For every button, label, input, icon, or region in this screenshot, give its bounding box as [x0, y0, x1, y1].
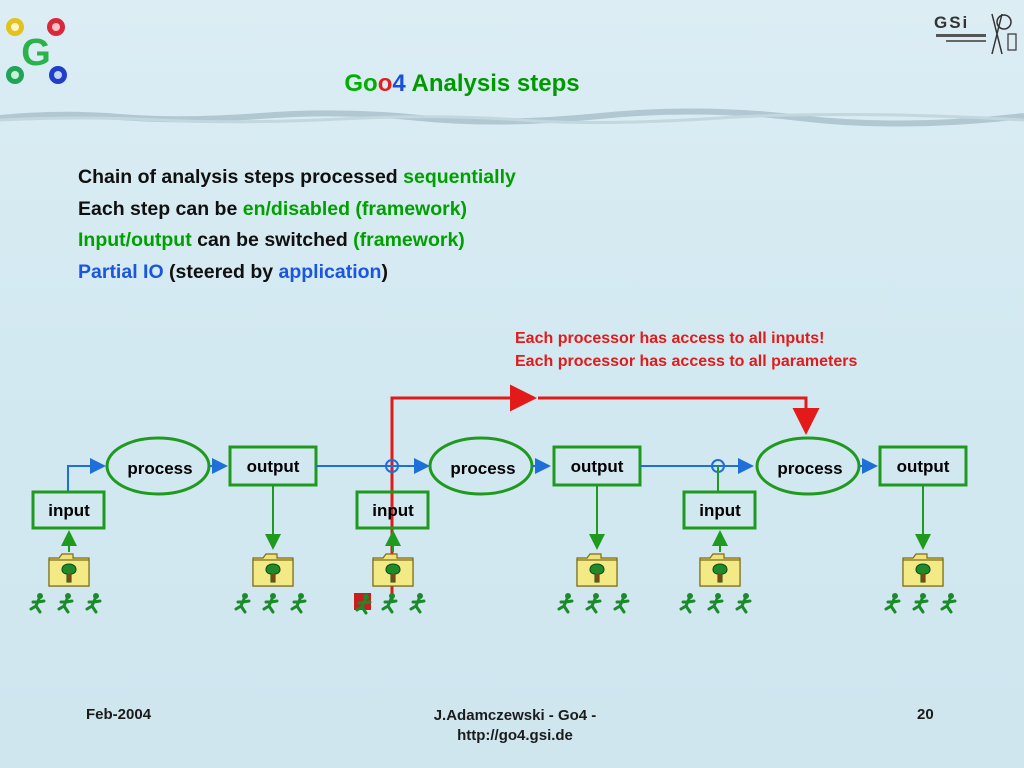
bullet-1-text: Chain of analysis steps processed	[78, 166, 404, 188]
go4-logo: G	[6, 18, 67, 84]
runner-group-6	[884, 591, 957, 614]
stage1-output-label: output	[247, 457, 300, 476]
stage1-process-label: process	[127, 459, 192, 478]
runner-group-5	[679, 591, 752, 614]
analysis-chain-diagram: process output input process output inpu…	[29, 384, 968, 615]
note-line-2: Each processor has access to all paramet…	[515, 353, 858, 370]
title-rest: Analysis steps	[405, 70, 580, 97]
runner-icon	[85, 591, 102, 614]
bullet-4-text-1: (steered by	[163, 260, 279, 283]
folder-tree-icon	[699, 553, 741, 587]
folder-tree-icon	[372, 553, 414, 587]
bullet-4-text-2: )	[381, 260, 388, 283]
runner-icon	[679, 591, 696, 614]
slide-title: Goo4 Analysis steps	[0, 70, 924, 98]
bullet-1-highlight: sequentially	[403, 166, 516, 188]
runner-icon	[940, 591, 957, 614]
footer-author-line-1: J.Adamczewski - Go4 -	[433, 707, 597, 724]
bullet-3-text: can be switched	[191, 229, 354, 251]
runner-icon	[29, 591, 46, 614]
bullet-line-1: Chain of analysis steps processed sequen…	[78, 162, 516, 194]
stage3-output-label: output	[897, 457, 950, 476]
runner-icon	[884, 591, 901, 614]
bullet-line-3: Input/output can be switched (framework)	[78, 225, 516, 257]
folder-tree-icon	[48, 553, 90, 587]
stage2-input-box	[355, 490, 430, 530]
runner-icon	[912, 591, 929, 614]
runner-icon	[234, 591, 251, 614]
stage1-input-label: input	[48, 501, 90, 520]
runner-icon	[409, 591, 426, 614]
stage2-process-label: process	[450, 459, 515, 478]
runner-icon	[557, 591, 574, 614]
access-note: Each processor has access to all inputs!…	[515, 327, 857, 373]
footer-date: Feb-2004	[86, 706, 152, 723]
bullet-line-4: Partial IO (steered by application)	[78, 257, 516, 289]
gsi-logo: GSi	[934, 13, 1017, 55]
stage2-input-label: input	[372, 501, 414, 520]
runner-group-4	[557, 591, 630, 614]
stage3-process-label: process	[777, 459, 842, 478]
folder-tree-icon	[252, 553, 294, 587]
runner-group-2	[234, 591, 307, 614]
bullet-2-text: Each step can be	[78, 197, 243, 220]
runner-icon	[613, 591, 630, 614]
runner-icon	[57, 591, 74, 614]
runner-icon	[290, 591, 307, 614]
bullet-line-2: Each step can be en/disabled (framework)	[78, 194, 516, 226]
svg-text:GSi: GSi	[934, 13, 969, 32]
bullet-4-highlight-2: application	[278, 260, 382, 283]
switch-1-icon	[385, 459, 399, 473]
title-o: o	[377, 70, 393, 97]
footer-page-number: 20	[917, 706, 934, 723]
runner-icon	[381, 591, 398, 614]
runner-icon	[585, 591, 602, 614]
stage2-output-label: output	[571, 457, 624, 476]
red-access-arrow-down	[538, 396, 820, 435]
bullet-list: Chain of analysis steps processed sequen…	[78, 162, 516, 288]
folder-tree-icon	[576, 553, 618, 587]
runner-icon	[735, 591, 752, 614]
folder-tree-icon	[902, 553, 944, 587]
footer-author-url[interactable]: http://go4.gsi.de	[457, 727, 573, 744]
title-four: 4	[392, 70, 406, 97]
bullet-4-highlight-1: Partial IO	[78, 260, 164, 283]
runner-icon	[707, 591, 724, 614]
bullet-3-highlight-1: Input/output	[78, 229, 192, 251]
stage3-input-box	[682, 490, 757, 530]
stage3-input-label: input	[699, 501, 741, 520]
note-line-1: Each processor has access to all inputs!	[515, 330, 825, 347]
bullet-2-highlight: en/disabled (framework)	[242, 197, 468, 220]
svg-text:G: G	[21, 32, 51, 74]
footer-author: J.Adamczewski - Go4 - http://go4.gsi.de	[395, 706, 635, 746]
bullet-3-highlight-2: (framework)	[353, 229, 465, 251]
stage1-input-arrow	[67, 458, 106, 492]
stage1-input-box	[31, 490, 106, 530]
title-go: Go	[344, 70, 378, 97]
runner-group-1	[29, 591, 102, 614]
title-divider	[0, 108, 1024, 127]
runner-group-3	[354, 591, 426, 615]
runner-icon	[262, 591, 279, 614]
